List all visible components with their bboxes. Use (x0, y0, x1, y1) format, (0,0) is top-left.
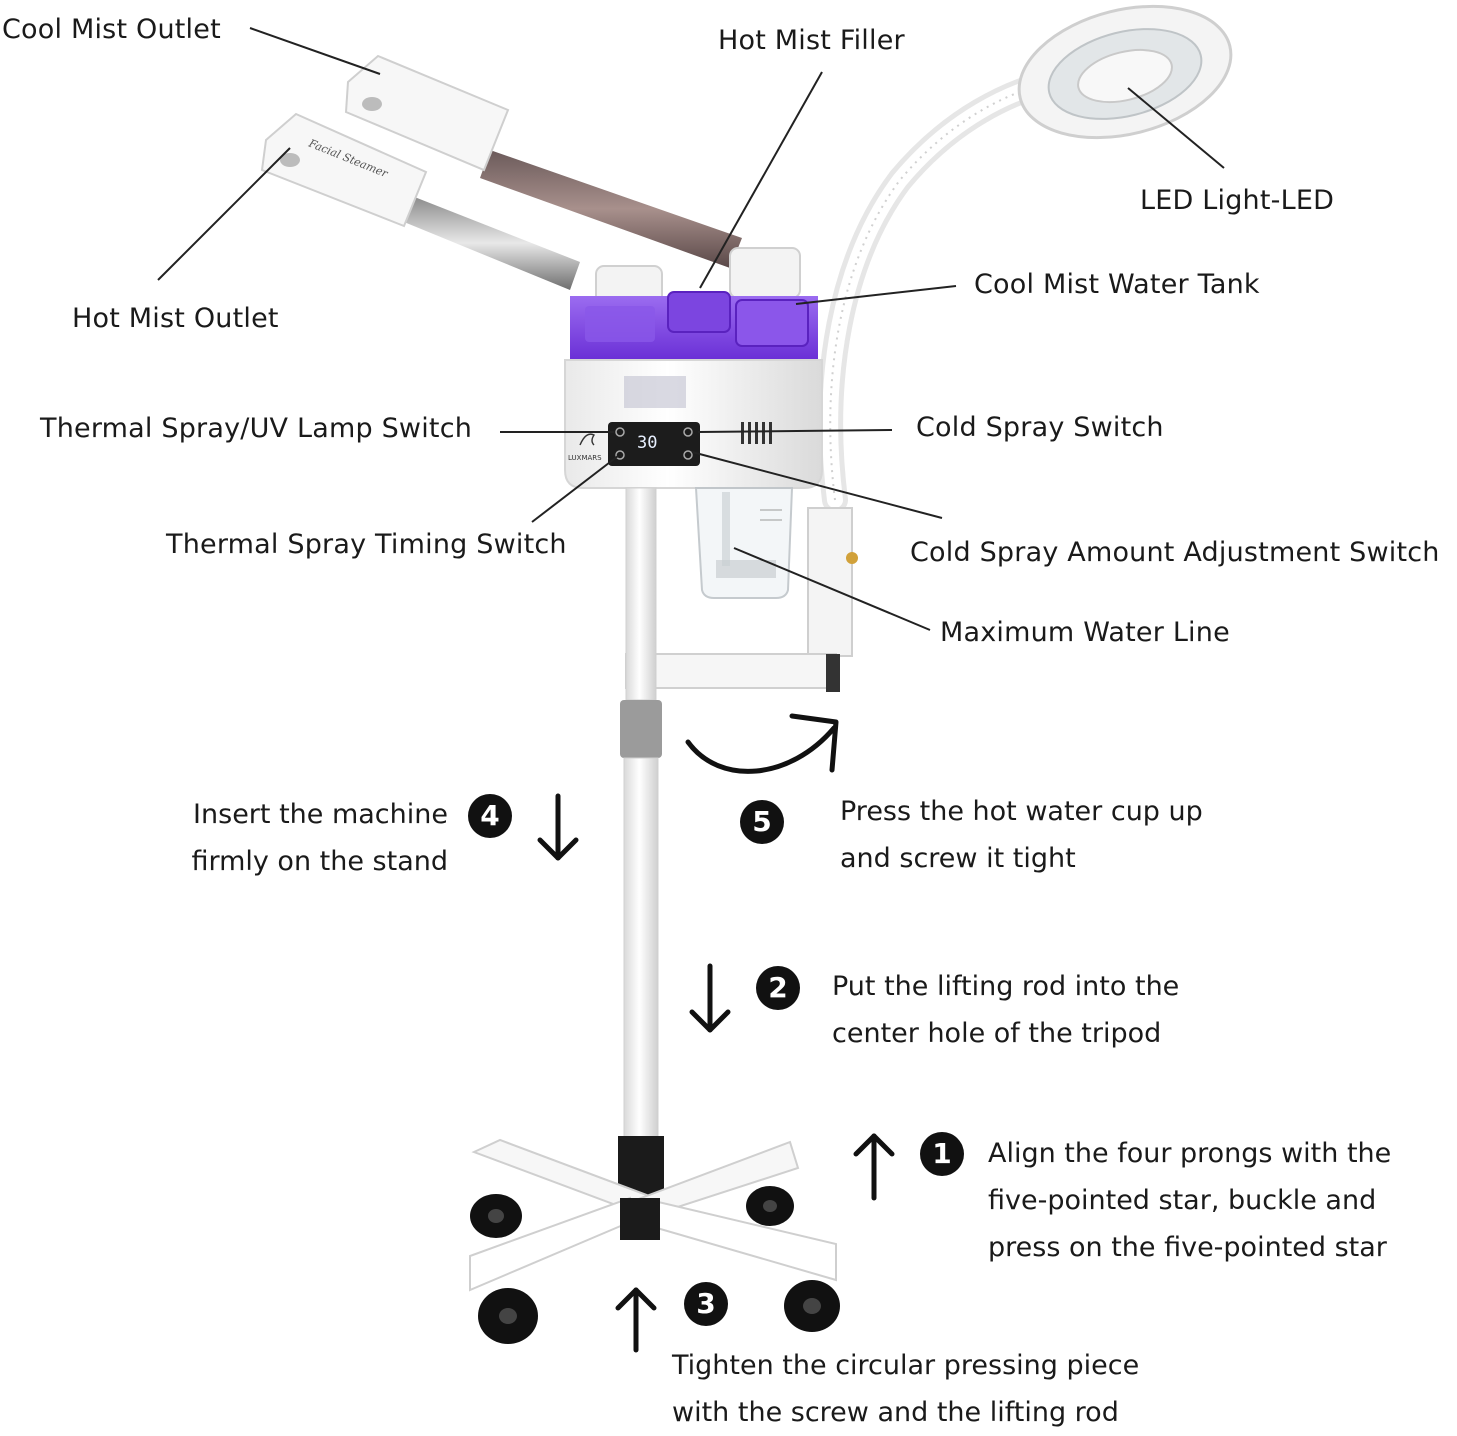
hot-water-cup (694, 487, 794, 599)
label-hot-mist-filler: Hot Mist Filler (718, 25, 905, 56)
hot-mist-arm: Facial Steamer (260, 112, 663, 307)
purple-tank (570, 291, 818, 360)
step-arrows (537, 713, 895, 1353)
step-4-line-2: firmly on the stand (191, 846, 448, 877)
step-5-line-1: Press the hot water cup up (840, 796, 1203, 827)
step-2-line-2: center hole of the tripod (832, 1018, 1162, 1049)
step-2-line-1: Put the lifting rod into the (832, 971, 1180, 1002)
steamer-body: 30 LUXMARS (564, 359, 823, 489)
step-2-text: Put the lifting rod into the center hole… (832, 963, 1179, 1057)
step-1-line-2: five-pointed star, buckle and (988, 1185, 1377, 1216)
leader-led-light (1127, 87, 1225, 169)
leader-cold-spray-amount (691, 451, 943, 519)
led-lamp (817, 4, 1233, 513)
step-3-text: Tighten the circular pressing piece with… (672, 1342, 1139, 1436)
tripod-base (469, 1138, 840, 1344)
display-reading: 30 (637, 433, 657, 453)
step-1-text: Align the four prongs with the five-poin… (988, 1130, 1391, 1271)
label-cold-spray-switch: Cold Spray Switch (916, 412, 1164, 443)
arrow-down-step-4 (537, 793, 579, 861)
vent-grille (741, 422, 772, 444)
label-cool-mist-water-tank: Cool Mist Water Tank (974, 269, 1260, 300)
step-4-badge: 4 (468, 794, 512, 838)
step-1-line-1: Align the four prongs with the (988, 1138, 1392, 1169)
leader-cool-mist-tank (795, 285, 957, 305)
step-3-badge: 3 (684, 1282, 728, 1326)
step-5-line-2: and screw it tight (840, 843, 1076, 874)
step-1-badge: 1 (920, 1132, 964, 1176)
label-thermal-spray-uv-switch: Thermal Spray/UV Lamp Switch (40, 413, 473, 444)
control-panel (608, 422, 700, 466)
label-led-light: LED Light-LED (1140, 185, 1335, 216)
lifting-rod (618, 487, 664, 1204)
step-4-text: Insert the machine firmly on the stand (180, 791, 448, 885)
step-1-line-3: press on the five-pointed star (988, 1232, 1387, 1263)
brand-logo: LUXMARS (568, 454, 602, 462)
step-3-line-1: Tighten the circular pressing piece (672, 1350, 1140, 1381)
step-2-badge: 2 (756, 966, 800, 1010)
label-maximum-water-line: Maximum Water Line (940, 617, 1230, 648)
step-4-line-1: Insert the machine (193, 799, 448, 830)
arrow-curved-step-5 (685, 713, 839, 774)
arrow-down-step-2 (689, 963, 731, 1033)
cool-mist-arm (344, 54, 801, 299)
leader-cool-mist-outlet (249, 27, 381, 75)
leader-lines (157, 27, 1225, 631)
arrow-up-step-1 (853, 1133, 895, 1201)
step-3-line-2: with the screw and the lifting rod (672, 1397, 1119, 1428)
label-hot-mist-outlet: Hot Mist Outlet (72, 303, 279, 334)
leader-max-water-line (733, 547, 931, 631)
leader-hot-mist-outlet (157, 147, 291, 281)
arrow-up-step-3 (615, 1287, 657, 1353)
leader-hot-mist-filler (699, 71, 823, 289)
leader-cold-spray-switch (697, 429, 893, 433)
label-cold-spray-amount-switch: Cold Spray Amount Adjustment Switch (910, 537, 1440, 568)
step-5-badge: 5 (740, 800, 784, 844)
leader-timing-switch (531, 455, 619, 523)
label-thermal-spray-timing-switch: Thermal Spray Timing Switch (166, 529, 567, 560)
label-cool-mist-outlet: Cool Mist Outlet (2, 14, 221, 45)
step-5-text: Press the hot water cup up and screw it … (840, 788, 1203, 882)
